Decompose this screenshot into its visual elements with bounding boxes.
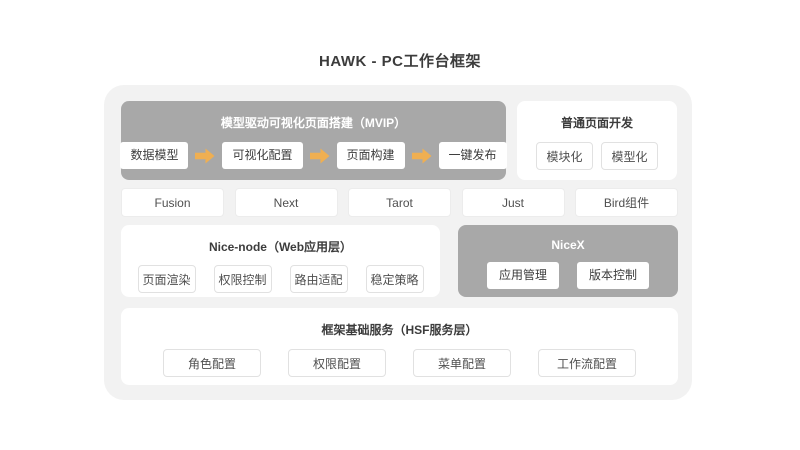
nicex-title: NiceX: [551, 238, 585, 252]
base-services-item-role-config: 角色配置: [163, 349, 261, 377]
nicex-item-version-control: 版本控制: [577, 262, 650, 289]
tech-item-bird: Bird组件: [575, 188, 678, 217]
tech-item-tarot: Tarot: [348, 188, 451, 217]
arrow-right-icon: [309, 148, 330, 164]
mvip-panel: 模型驱动可视化页面搭建（MVIP） 数据模型 可视化配置 页面构建 一键发布: [120, 101, 507, 180]
nice-node-panel: Nice-node（Web应用层） 页面渲染 权限控制 路由适配 稳定策略: [121, 225, 440, 297]
mvip-step-page-build: 页面构建: [336, 142, 405, 169]
mvip-flow: 数据模型 可视化配置 页面构建 一键发布: [120, 142, 507, 169]
nice-node-item-permission-control: 权限控制: [213, 265, 272, 293]
normal-dev-items: 模块化 模型化: [517, 142, 677, 170]
normal-dev-item-modular: 模块化: [536, 142, 593, 170]
nice-node-title: Nice-node（Web应用层）: [208, 240, 353, 254]
tech-item-next: Next: [234, 188, 338, 217]
arrow-right-icon: [411, 148, 432, 164]
nicex-panel: NiceX 应用管理 版本控制: [458, 225, 678, 297]
arrow-right-icon: [195, 148, 215, 164]
tech-item-just: Just: [461, 188, 565, 217]
base-services-item-workflow-config: 工作流配置: [538, 349, 636, 377]
base-services-items: 角色配置 权限配置 菜单配置 工作流配置: [121, 349, 678, 377]
tech-row: Fusion Next Tarot Just Bird组件: [121, 188, 678, 217]
mvip-step-visual-config: 可视化配置: [222, 142, 303, 169]
mvip-step-data-model: 数据模型: [120, 142, 189, 169]
nice-node-items: 页面渲染 权限控制 路由适配 稳定策略: [121, 265, 440, 293]
mvip-title: 模型驱动可视化页面搭建（MVIP）: [220, 116, 407, 130]
nice-node-item-stability-policy: 稳定策略: [365, 265, 424, 293]
diagram-container: 模型驱动可视化页面搭建（MVIP） 数据模型 可视化配置 页面构建 一键发布 普…: [104, 85, 692, 400]
normal-dev-title: 普通页面开发: [560, 116, 633, 130]
base-services-item-permission-config: 权限配置: [288, 349, 386, 377]
mvip-step-one-click-publish: 一键发布: [438, 142, 507, 169]
page-title: HAWK - PC工作台框架: [319, 53, 481, 70]
nice-node-item-page-render: 页面渲染: [137, 265, 196, 293]
nicex-item-app-management: 应用管理: [486, 262, 559, 289]
base-services-panel: 框架基础服务（HSF服务层） 角色配置 权限配置 菜单配置 工作流配置: [121, 308, 678, 385]
normal-dev-item-model: 模型化: [601, 142, 658, 170]
base-services-title: 框架基础服务（HSF服务层）: [321, 323, 478, 337]
tech-item-fusion: Fusion: [121, 188, 224, 217]
nicex-items: 应用管理 版本控制: [458, 262, 678, 289]
nice-node-item-route-adapt: 路由适配: [289, 265, 348, 293]
base-services-item-menu-config: 菜单配置: [413, 349, 511, 377]
normal-dev-panel: 普通页面开发 模块化 模型化: [517, 101, 677, 180]
